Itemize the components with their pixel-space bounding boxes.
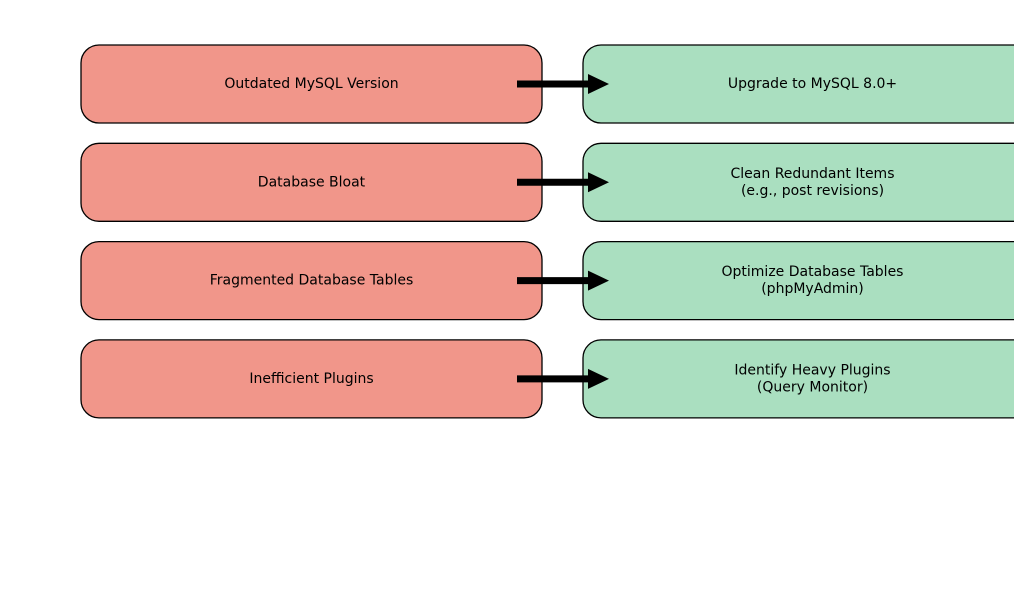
right-arrow-icon	[517, 172, 609, 193]
right-arrow-icon	[517, 74, 609, 94]
solution-label: Clean Redundant Items	[731, 166, 895, 182]
solution-label: Upgrade to MySQL 8.0+	[728, 76, 897, 92]
right-arrow-icon	[517, 368, 609, 389]
diagram-layer: Outdated MySQL Version Upgrade to MySQL 8…	[80, 44, 1014, 419]
problem-label: Fragmented Database Tables	[210, 273, 414, 289]
problem-label: Inefficient Plugins	[249, 371, 373, 387]
solution-label: (phpMyAdmin)	[761, 281, 864, 297]
diagram-row: Inefficient Plugins Identify Heavy Plugin…	[80, 339, 1014, 419]
diagram-row: Fragmented Database Tables Optimize Datab…	[80, 240, 1014, 321]
diagram-row: Outdated MySQL Version Upgrade to MySQL 8…	[80, 44, 1014, 124]
solution-label: Optimize Database Tables	[722, 264, 904, 280]
solution-label: (e.g., post revisions)	[741, 183, 884, 199]
solution-label: (Query Monitor)	[757, 379, 868, 395]
solution-label: Identify Heavy Plugins	[734, 362, 890, 378]
diagram-row: Database Bloat Clean Redundant Items(e.g.…	[80, 142, 1014, 222]
problem-label: Database Bloat	[258, 174, 366, 190]
problem-label: Outdated MySQL Version	[224, 76, 398, 92]
right-arrow-icon	[517, 270, 609, 291]
